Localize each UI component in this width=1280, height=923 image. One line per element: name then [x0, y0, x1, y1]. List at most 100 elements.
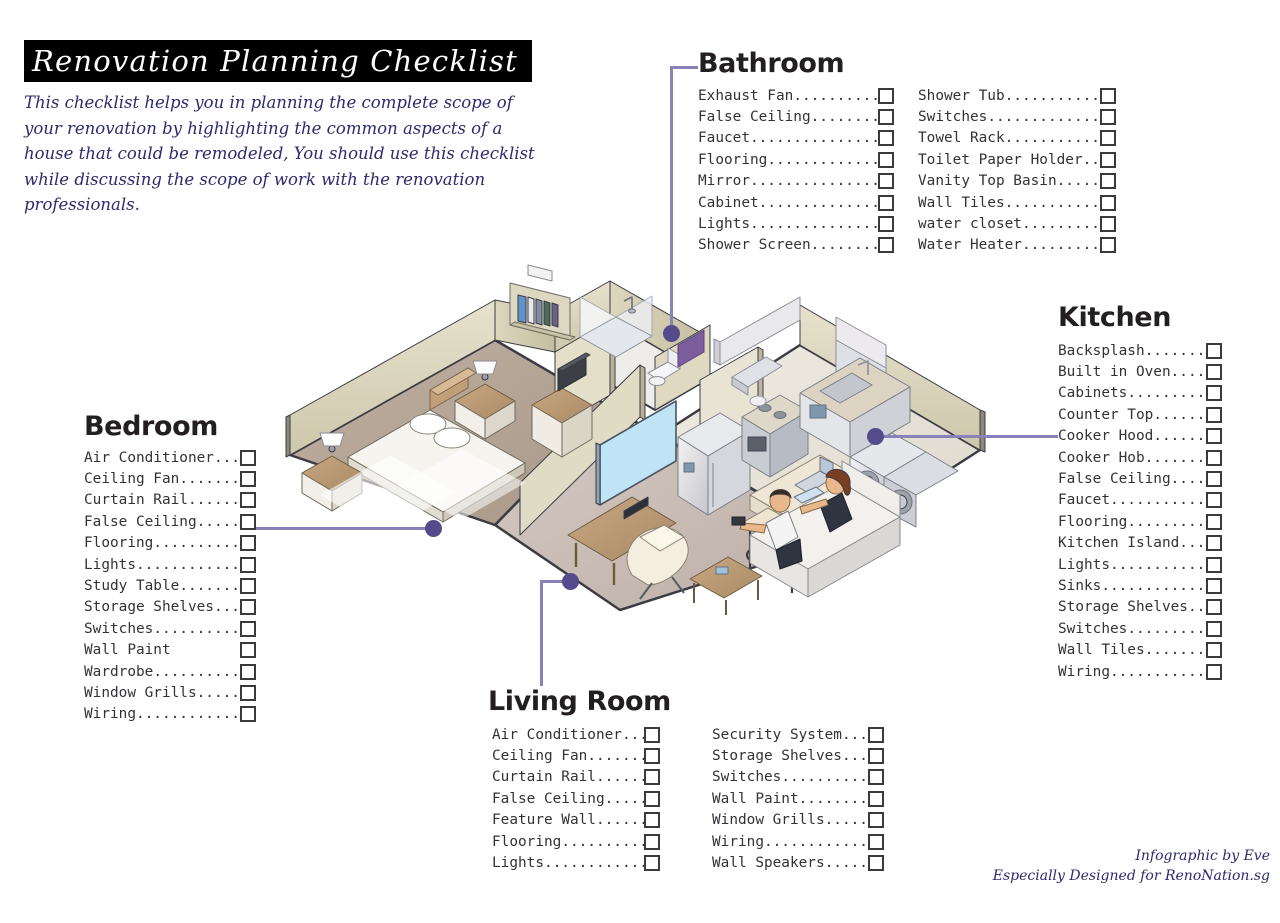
checklist-checkbox[interactable] — [1206, 513, 1222, 530]
checklist-item[interactable]: False Ceiling...........................… — [698, 106, 894, 127]
checklist-item[interactable]: Wardrobe................................… — [84, 661, 256, 682]
checklist-item[interactable]: Storage Shelves.........................… — [712, 745, 884, 766]
checklist-item[interactable]: Water Heater............................… — [918, 235, 1116, 256]
checklist-item[interactable]: Air Conditioner.........................… — [492, 724, 660, 745]
checklist-item[interactable]: Vanity Top Basin........................… — [918, 171, 1116, 192]
checklist-checkbox[interactable] — [644, 833, 660, 850]
checklist-checkbox[interactable] — [878, 130, 894, 147]
checklist-checkbox[interactable] — [1206, 620, 1222, 637]
checklist-checkbox[interactable] — [868, 748, 884, 765]
checklist-item[interactable]: Flooring................................… — [492, 831, 660, 852]
checklist-checkbox[interactable] — [878, 151, 894, 168]
checklist-checkbox[interactable] — [240, 492, 256, 509]
checklist-checkbox[interactable] — [868, 833, 884, 850]
checklist-item[interactable]: Wiring..................................… — [712, 831, 884, 852]
checklist-checkbox[interactable] — [868, 855, 884, 872]
checklist-item[interactable]: Switches................................… — [84, 618, 256, 639]
checklist-checkbox[interactable] — [1206, 449, 1222, 466]
checklist-item[interactable]: Faucet..................................… — [1058, 490, 1222, 511]
checklist-checkbox[interactable] — [1206, 492, 1222, 509]
checklist-checkbox[interactable] — [1100, 216, 1116, 233]
checklist-checkbox[interactable] — [878, 87, 894, 104]
checklist-checkbox[interactable] — [240, 471, 256, 488]
checklist-checkbox[interactable] — [240, 642, 256, 659]
checklist-item[interactable]: Curtain Rail............................… — [492, 767, 660, 788]
checklist-checkbox[interactable] — [868, 769, 884, 786]
checklist-item[interactable]: Cooker Hood.............................… — [1058, 426, 1222, 447]
checklist-item[interactable]: Window Grills...........................… — [712, 810, 884, 831]
checklist-checkbox[interactable] — [1100, 194, 1116, 211]
checklist-checkbox[interactable] — [878, 109, 894, 126]
checklist-item[interactable]: Sinks...................................… — [1058, 575, 1222, 596]
checklist-item[interactable]: Mirror..................................… — [698, 171, 894, 192]
checklist-checkbox[interactable] — [878, 173, 894, 190]
checklist-checkbox[interactable] — [868, 726, 884, 743]
checklist-checkbox[interactable] — [1206, 385, 1222, 402]
checklist-item[interactable]: Ceiling Fan.............................… — [84, 468, 256, 489]
checklist-item[interactable]: Exhaust Fan.............................… — [698, 85, 894, 106]
checklist-item[interactable]: Kitchen Island..........................… — [1058, 533, 1222, 554]
checklist-checkbox[interactable] — [1206, 471, 1222, 488]
checklist-checkbox[interactable] — [1206, 577, 1222, 594]
checklist-checkbox[interactable] — [644, 726, 660, 743]
checklist-checkbox[interactable] — [1100, 130, 1116, 147]
checklist-item[interactable]: Wall Paint — [84, 640, 256, 661]
checklist-item[interactable]: Ceiling Fan.............................… — [492, 745, 660, 766]
checklist-item[interactable]: Security System.........................… — [712, 724, 884, 745]
checklist-checkbox[interactable] — [1100, 237, 1116, 254]
checklist-checkbox[interactable] — [240, 535, 256, 552]
checklist-checkbox[interactable] — [1206, 364, 1222, 381]
checklist-checkbox[interactable] — [878, 194, 894, 211]
checklist-item[interactable]: Air Conditioner.........................… — [84, 447, 256, 468]
checklist-item[interactable]: Storage Shelves.........................… — [84, 597, 256, 618]
checklist-checkbox[interactable] — [644, 769, 660, 786]
checklist-item[interactable]: Cabinets................................… — [1058, 383, 1222, 404]
checklist-item[interactable]: Towel Rack..............................… — [918, 128, 1116, 149]
checklist-checkbox[interactable] — [868, 790, 884, 807]
checklist-item[interactable]: Wall Tiles..............................… — [918, 192, 1116, 213]
checklist-item[interactable]: Flooring................................… — [1058, 511, 1222, 532]
checklist-checkbox[interactable] — [240, 620, 256, 637]
checklist-checkbox[interactable] — [240, 684, 256, 701]
checklist-item[interactable]: Wiring..................................… — [84, 704, 256, 725]
checklist-checkbox[interactable] — [868, 812, 884, 829]
checklist-item[interactable]: False Ceiling...........................… — [84, 511, 256, 532]
checklist-item[interactable]: Shower Screen...........................… — [698, 235, 894, 256]
checklist-checkbox[interactable] — [240, 706, 256, 723]
checklist-item[interactable]: Switches................................… — [1058, 618, 1222, 639]
checklist-checkbox[interactable] — [1100, 109, 1116, 126]
checklist-item[interactable]: Switches................................… — [712, 767, 884, 788]
checklist-checkbox[interactable] — [240, 663, 256, 680]
checklist-item[interactable]: Wall Paint..............................… — [712, 788, 884, 809]
checklist-item[interactable]: Lights..................................… — [84, 554, 256, 575]
checklist-checkbox[interactable] — [644, 855, 660, 872]
checklist-item[interactable]: Lights..................................… — [492, 852, 660, 873]
checklist-item[interactable]: Switches................................… — [918, 106, 1116, 127]
checklist-checkbox[interactable] — [240, 578, 256, 595]
checklist-checkbox[interactable] — [1206, 428, 1222, 445]
checklist-checkbox[interactable] — [1100, 151, 1116, 168]
checklist-item[interactable]: Feature Wall............................… — [492, 810, 660, 831]
checklist-checkbox[interactable] — [240, 556, 256, 573]
checklist-checkbox[interactable] — [644, 748, 660, 765]
checklist-item[interactable]: Backsplash..............................… — [1058, 340, 1222, 361]
checklist-checkbox[interactable] — [1206, 599, 1222, 616]
checklist-checkbox[interactable] — [878, 237, 894, 254]
checklist-checkbox[interactable] — [1206, 556, 1222, 573]
checklist-checkbox[interactable] — [1206, 342, 1222, 359]
checklist-item[interactable]: Storage Shelves.........................… — [1058, 597, 1222, 618]
checklist-item[interactable]: Built in Oven...........................… — [1058, 361, 1222, 382]
checklist-item[interactable]: Curtain Rail............................… — [84, 490, 256, 511]
checklist-checkbox[interactable] — [1100, 173, 1116, 190]
checklist-checkbox[interactable] — [1206, 406, 1222, 423]
checklist-item[interactable]: Wall Tiles..............................… — [1058, 639, 1222, 660]
checklist-item[interactable]: Wall Speakers...........................… — [712, 852, 884, 873]
checklist-checkbox[interactable] — [1206, 535, 1222, 552]
checklist-checkbox[interactable] — [1206, 663, 1222, 680]
checklist-item[interactable]: False Ceiling...........................… — [1058, 468, 1222, 489]
checklist-item[interactable]: Shower Tub..............................… — [918, 85, 1116, 106]
checklist-item[interactable]: Flooring................................… — [698, 149, 894, 170]
checklist-item[interactable]: Counter Top.............................… — [1058, 404, 1222, 425]
checklist-item[interactable]: Flooring................................… — [84, 533, 256, 554]
checklist-item[interactable]: Cooker Hob..............................… — [1058, 447, 1222, 468]
